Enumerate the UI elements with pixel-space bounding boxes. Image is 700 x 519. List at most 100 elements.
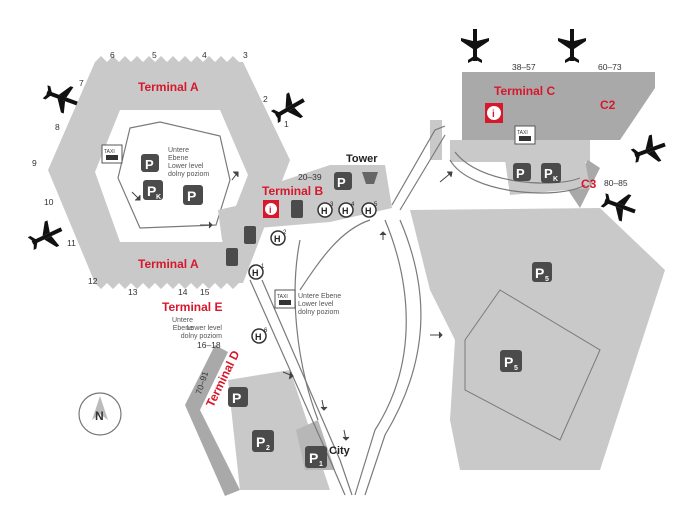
svg-text:P: P <box>256 434 265 450</box>
gate-9: 9 <box>32 158 37 168</box>
terminal-c2-label: C2 <box>600 98 616 112</box>
airplane-icon <box>461 29 489 63</box>
gate-7: 7 <box>79 78 84 88</box>
svg-text:P: P <box>535 265 544 281</box>
svg-text:dolny poziom: dolny poziom <box>181 333 222 340</box>
terminal-a-zigzag-bottom <box>95 283 239 289</box>
ticket-machine-icons <box>226 200 303 266</box>
parking-c-icon: P <box>513 163 531 181</box>
svg-text:1: 1 <box>319 461 323 468</box>
svg-text:P: P <box>309 450 318 466</box>
svg-text:dolny poziom: dolny poziom <box>298 309 339 316</box>
road-network <box>249 125 586 496</box>
terminal-d-building[interactable] <box>185 345 240 496</box>
hub-marker-2: H2 <box>270 230 287 246</box>
gate-6: 6 <box>110 50 115 60</box>
gate-range-c3: 80–85 <box>604 178 628 188</box>
svg-text:P: P <box>516 166 525 181</box>
gate-range-c2: 60–73 <box>598 62 622 72</box>
compass-icon: N <box>78 392 122 436</box>
airplane-icon <box>270 92 305 124</box>
airplane-icon <box>600 193 636 222</box>
svg-text:Ebene: Ebene <box>168 155 188 162</box>
airplane-icons <box>27 29 666 250</box>
terminal-c-lower <box>450 140 590 162</box>
svg-text:H: H <box>252 268 259 278</box>
info-icon[interactable]: i <box>485 103 503 123</box>
gate-10: 10 <box>44 197 54 207</box>
taxi-icon: TAXI <box>101 144 123 164</box>
svg-text:TAXI: TAXI <box>517 130 528 136</box>
terminal-c3-label: C3 <box>581 177 597 191</box>
gate-1: 1 <box>284 119 289 129</box>
svg-text:H: H <box>321 206 328 216</box>
taxi-icon: TAXI <box>274 289 296 309</box>
airplane-icon <box>558 29 586 63</box>
gate-5: 5 <box>152 50 157 60</box>
svg-text:2: 2 <box>266 445 270 452</box>
terminal-a-zigzag <box>95 56 239 62</box>
svg-text:P: P <box>147 183 156 199</box>
svg-text:N: N <box>95 409 104 423</box>
hub-marker-6: H6 <box>251 328 268 344</box>
svg-text:H: H <box>255 332 262 342</box>
svg-text:Untere: Untere <box>168 147 189 154</box>
svg-text:P: P <box>187 188 196 204</box>
svg-text:H: H <box>274 234 281 244</box>
connector-a-b <box>218 205 245 240</box>
gate-range-b: 20–39 <box>298 172 322 182</box>
info-icon[interactable]: i <box>263 200 279 218</box>
city-label: City <box>329 445 351 457</box>
parking-p4-icon: P <box>334 172 352 190</box>
lower-level-e: Untere Ebene Lower level dolny poziom <box>172 317 222 340</box>
hub-markers: H1 H2 H3 H4 H5 H6 <box>248 202 378 344</box>
airplane-icon <box>42 85 78 114</box>
svg-text:H: H <box>365 206 372 216</box>
svg-text:H: H <box>342 206 349 216</box>
svg-text:5: 5 <box>374 202 378 208</box>
hub-marker-4: H4 <box>338 202 355 218</box>
svg-text:Ebene: Ebene <box>173 325 193 332</box>
parking-disabled-icon: P <box>183 185 203 205</box>
gate-4: 4 <box>202 50 207 60</box>
svg-text:K: K <box>553 176 558 183</box>
svg-text:Lower level: Lower level <box>168 163 204 170</box>
gate-14: 14 <box>178 287 188 297</box>
svg-text:5: 5 <box>514 365 518 372</box>
terminal-c-label: Terminal C <box>494 84 555 98</box>
gate-range-c: 38–57 <box>512 62 536 72</box>
airplane-icon <box>27 220 63 250</box>
gate-range-e: 16–18 <box>197 340 221 350</box>
gate-13: 13 <box>128 287 138 297</box>
svg-text:4: 4 <box>351 202 355 208</box>
terminal-a-top-label: Terminal A <box>138 80 199 94</box>
svg-text:P: P <box>544 166 553 181</box>
svg-text:P: P <box>232 390 241 406</box>
terminal-e-label: Terminal E <box>162 300 222 314</box>
direction-arrows <box>131 171 453 441</box>
svg-text:Lower level: Lower level <box>187 325 223 332</box>
gate-11: 11 <box>67 238 76 248</box>
airplane-icon <box>630 134 666 163</box>
terminal-c2-building[interactable] <box>586 72 655 140</box>
svg-text:P: P <box>145 157 154 172</box>
svg-text:6: 6 <box>264 328 268 334</box>
svg-text:i: i <box>269 205 272 215</box>
gate-2: 2 <box>263 94 268 104</box>
svg-text:5: 5 <box>545 276 549 283</box>
lower-level-mid: Untere Ebene Lower level dolny poziom <box>298 293 341 316</box>
svg-text:1: 1 <box>261 264 265 270</box>
terminal-a-inner-road <box>117 121 231 229</box>
svg-text:TAXI: TAXI <box>104 149 115 155</box>
svg-text:P: P <box>504 354 513 370</box>
parking-icon: P <box>141 154 159 172</box>
svg-text:dolny poziom: dolny poziom <box>168 171 209 178</box>
